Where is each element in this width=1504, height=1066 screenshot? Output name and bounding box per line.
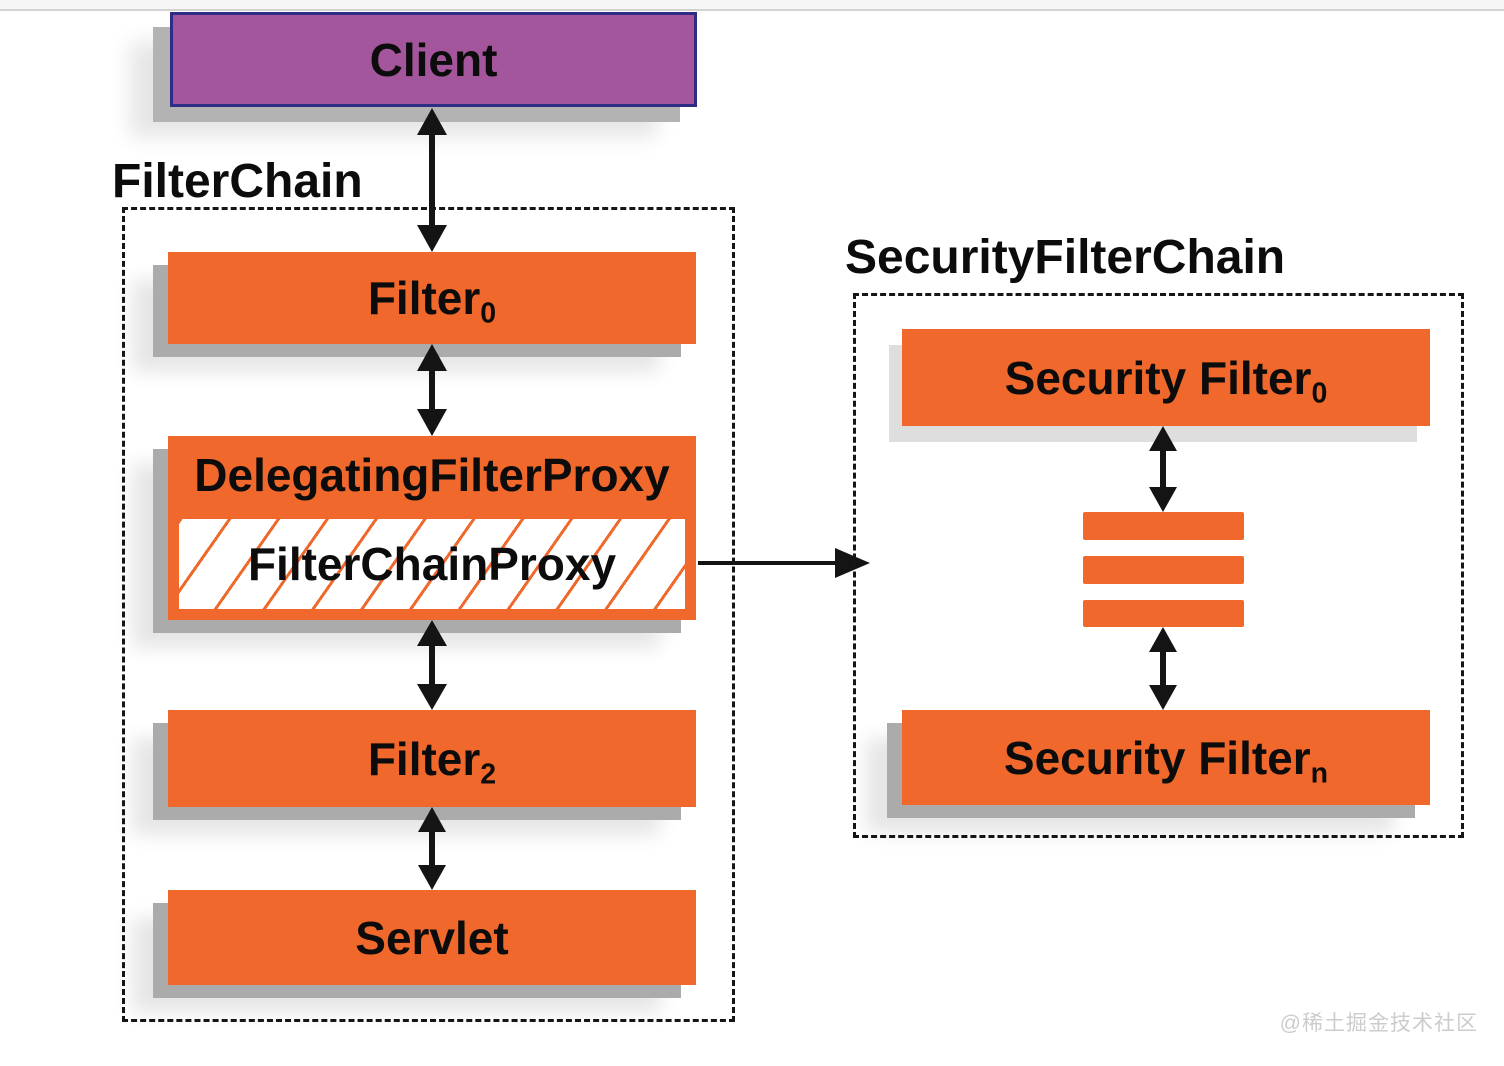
filterchain-title: FilterChain <box>112 155 363 208</box>
securityfilterchain-title: SecurityFilterChain <box>845 231 1286 284</box>
filter0-box: Filter0 <box>168 252 696 344</box>
bidirectional-arrow-stack-securityfiltern-icon <box>1149 627 1177 710</box>
filter-chain-proxy-box: FilterChainProxy <box>176 516 688 612</box>
security-filtern-box: Security Filtern <box>902 710 1430 805</box>
filterchain-container <box>122 207 735 1022</box>
filter-placeholder-bar-1 <box>1083 512 1244 540</box>
securityfilterchain-container <box>853 293 1464 838</box>
filter-placeholder-bar-2 <box>1083 556 1244 584</box>
security-filtern-subscript: n <box>1310 757 1329 790</box>
security-filter0-label-text: Security Filter <box>1004 351 1312 404</box>
filter2-subscript: 2 <box>480 758 497 791</box>
filter0-label-text: Filter <box>367 272 481 324</box>
security-filtern-label: Security Filtern <box>1003 731 1328 788</box>
filter2-label-text: Filter <box>367 732 481 785</box>
client-box: Client <box>170 12 697 107</box>
filter2-box: Filter2 <box>168 710 696 807</box>
filter-placeholder-bar-3 <box>1083 600 1244 627</box>
filter0-label: Filter0 <box>367 272 496 328</box>
watermark-text: @稀土掘金技术社区 <box>1279 1012 1478 1035</box>
bidirectional-arrow-client-filter0-icon <box>417 108 447 252</box>
bidirectional-arrow-securityfilter0-stack-icon <box>1149 426 1177 512</box>
filter2-label: Filter2 <box>367 732 496 789</box>
top-border-strip <box>0 0 1504 11</box>
servlet-label: Servlet <box>355 911 509 964</box>
bidirectional-arrow-filter0-proxy-icon <box>417 344 447 436</box>
bidirectional-arrow-filter2-servlet-icon <box>418 807 446 890</box>
filter0-subscript: 0 <box>480 297 497 330</box>
security-filter0-label: Security Filter0 <box>1004 351 1328 408</box>
servlet-box: Servlet <box>168 890 696 985</box>
security-filter0-box: Security Filter0 <box>902 329 1430 426</box>
security-filter0-subscript: 0 <box>1311 377 1328 410</box>
delegating-filter-proxy-box: DelegatingFilterProxy FilterChainProxy <box>168 436 696 620</box>
arrow-filterchainproxy-to-securityfilterchain-icon <box>698 548 870 578</box>
delegating-filter-proxy-title: DelegatingFilterProxy <box>194 449 670 501</box>
bidirectional-arrow-proxy-filter2-icon <box>417 620 447 710</box>
filter-chain-proxy-label: FilterChainProxy <box>247 538 617 590</box>
client-label: Client <box>369 33 498 86</box>
security-filtern-label-text: Security Filter <box>1003 731 1311 784</box>
